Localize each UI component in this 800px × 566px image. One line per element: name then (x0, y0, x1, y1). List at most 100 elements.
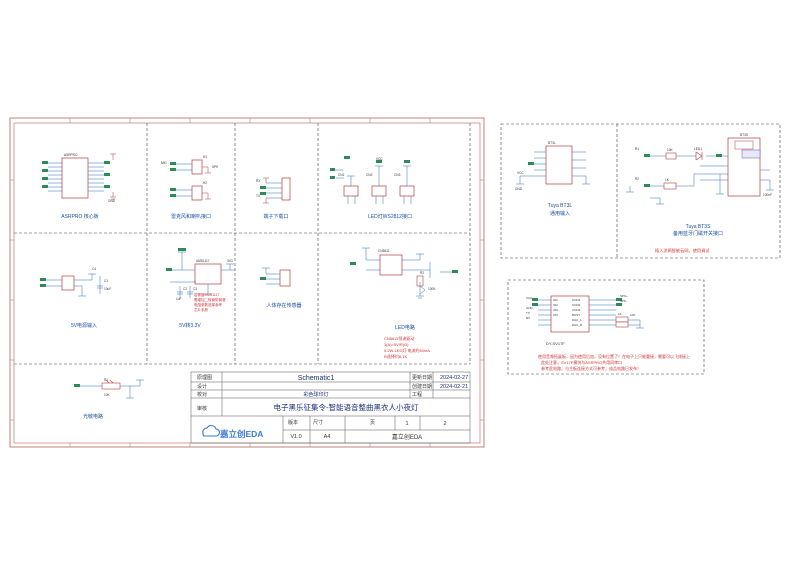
project-title: 电子黑乐征集令-智能语音整曲黑衣人小夜灯 (274, 402, 419, 412)
svg-text:IO3: IO3 (553, 308, 558, 312)
svg-text:10uF: 10uF (104, 287, 111, 291)
power-notes: 若需做AMS1117 需增加二极管防倒灌 电阻参数选择参考 芯片手册 (194, 292, 226, 312)
mic-speaker-block (170, 159, 211, 201)
svg-text:BT3S: BT3S (740, 133, 748, 137)
sheet-border-ticks (10, 118, 484, 447)
side-panel-a-frame (500, 123, 781, 259)
tuya-bt3l-sublabel: 通用输入 (550, 210, 570, 217)
svg-text:MIC: MIC (161, 161, 168, 165)
svg-text:100nF: 100nF (763, 193, 772, 197)
version-value: V1.0 (290, 434, 301, 440)
title-block-grid (190, 371, 471, 444)
created-date: 2024-02-21 (440, 384, 468, 390)
tuya-bt3s-label: Tuya BT3S (686, 224, 711, 230)
svg-text:LED1: LED1 (694, 147, 702, 151)
main-part-labels: ASRPRO CN1 CN2 CN3 CN5611 H1 H2 R1 R2 C1… (64, 153, 436, 397)
main-sheet-outer-border (9, 117, 485, 448)
svg-text:原理图: 原理图 (197, 375, 212, 381)
ws2812-block (330, 156, 415, 204)
svg-text:1uF: 1uF (176, 297, 182, 301)
svg-text:1(A)=5V/R(Ω): 1(A)=5V/R(Ω) (384, 342, 409, 347)
section-label-ws2812: LED灯WS2812接口 (368, 213, 412, 220)
svg-text:SPK: SPK (212, 165, 219, 169)
main-section-dividers (14, 123, 471, 365)
svg-text:审核: 审核 (197, 405, 207, 412)
svg-text:TX: TX (256, 194, 261, 198)
svg-text:SPK+: SPK+ (620, 294, 628, 298)
section-label-led: LED电路 (395, 324, 415, 331)
svg-text:SPK-: SPK- (620, 299, 627, 303)
svg-text:参考此电路，与主板连接方式可参考，成品电路已发布！: 参考此电路，与主板连接方式可参考，成品电路已发布！ (541, 365, 641, 371)
tuya-bt3l-label: Tuya BT3L (548, 203, 572, 209)
asrpro-core-block (42, 153, 116, 200)
organization: 彩色球印灯 (303, 391, 328, 398)
company-name: 嘉立创EDA (392, 433, 422, 441)
svg-text:10K: 10K (667, 148, 674, 152)
svg-text:CN2: CN2 (366, 173, 373, 177)
presence-sensor-block (260, 267, 291, 287)
svg-text:C3: C3 (193, 287, 197, 291)
svg-text:C1: C1 (104, 279, 108, 283)
svg-text:R2: R2 (420, 271, 424, 275)
svg-text:需增加二极管防倒灌: 需增加二极管防倒灌 (194, 297, 226, 302)
photosensor-block (74, 379, 144, 399)
sv17f-block (532, 295, 644, 333)
tuya-note: 插入涂鸦智能云网，使用调试 (655, 247, 710, 254)
power-input-block (40, 273, 103, 297)
page-total: 2 (443, 421, 446, 427)
section-label-download: 端子下载口 (263, 213, 288, 220)
svg-text:100K: 100K (428, 287, 436, 291)
svg-text:CN5611: CN5611 (378, 249, 390, 253)
side-panel-b-frame (507, 279, 705, 375)
svg-text:CN5611恒流驱动: CN5611恒流驱动 (384, 335, 414, 341)
page-number: 1 (405, 421, 408, 427)
svg-text:更新日期: 更新日期 (412, 374, 432, 381)
svg-text:CON3: CON3 (572, 308, 581, 312)
svg-text:IO4: IO4 (553, 313, 558, 317)
svg-text:R选择约8.1K: R选择约8.1K (384, 353, 407, 359)
svg-text:10K: 10K (104, 393, 111, 397)
section-label-asrpro: ASRPRO 核心板 (61, 213, 99, 220)
svg-text:DAC_R: DAC_R (572, 323, 583, 327)
svg-text:CON1: CON1 (572, 298, 581, 302)
svg-text:IO2: IO2 (553, 303, 558, 307)
size-value: A4 (324, 434, 331, 440)
svg-text:尺寸: 尺寸 (313, 419, 323, 426)
svg-text:R1: R1 (104, 378, 108, 382)
svg-text:GND: GND (515, 187, 523, 191)
side-b-part-labels: VCC GND TX RX 1K 10K SPK+ SPK- IO1 IO2 I… (526, 294, 635, 327)
svg-text:R1: R1 (635, 147, 639, 151)
svg-text:BT3L: BT3L (548, 141, 556, 145)
svg-text:校对: 校对 (197, 391, 207, 398)
svg-text:RX: RX (256, 179, 261, 183)
svg-text:H2: H2 (203, 181, 207, 185)
svg-text:创建日期: 创建日期 (412, 383, 432, 390)
section-label-5v-input: 5V电源输入 (71, 322, 97, 329)
svg-text:TX: TX (526, 311, 530, 315)
svg-text:使用音频拓展板，因为使用后加，没有位置了！在电子上只能重接，: 使用音频拓展板，因为使用后加，没有位置了！在电子上只能重接，需要可以飞线接上 (538, 353, 690, 359)
svg-text:IO1: IO1 (553, 298, 558, 302)
svg-text:1K: 1K (665, 178, 670, 182)
svg-text:CN3: CN3 (394, 173, 401, 177)
schematic-name: Schematic1 (298, 375, 335, 382)
sv17f-notes: 使用音频拓展板，因为使用后加，没有位置了！在电子上只能重接，需要可以飞线接上 此… (538, 353, 690, 371)
svg-text:CN1: CN1 (338, 173, 345, 177)
svg-text:VCC: VCC (526, 296, 533, 300)
bt3s-block (626, 137, 774, 205)
svg-text:C4: C4 (92, 267, 96, 271)
led-driver-block (350, 247, 458, 299)
updated-date: 2024-02-27 (440, 375, 468, 381)
svg-text:电阻参数选择参考: 电阻参数选择参考 (194, 302, 222, 307)
svg-text:工程: 工程 (412, 391, 422, 398)
side-a-part-labels: BT3L BT3S LED1 10K 1K 100nF VCC GND R1 R… (515, 133, 772, 197)
tuya-bt3s-sublabel: 备用蓝牙门磁开关接口 (673, 230, 723, 237)
svg-text:RX: RX (526, 316, 530, 320)
section-label-mic-speaker: 雷克风和喇叭接口 (171, 213, 211, 220)
svg-text:C2: C2 (183, 287, 187, 291)
svg-text:GND: GND (108, 199, 116, 203)
svg-text:3V3: 3V3 (227, 259, 233, 263)
svg-text:设计: 设计 (197, 383, 207, 390)
eda-logo: 嘉立创EDA (202, 425, 263, 439)
svg-text:CON2: CON2 (572, 303, 581, 307)
section-label-presence: 人体存在传感器 (266, 302, 301, 309)
